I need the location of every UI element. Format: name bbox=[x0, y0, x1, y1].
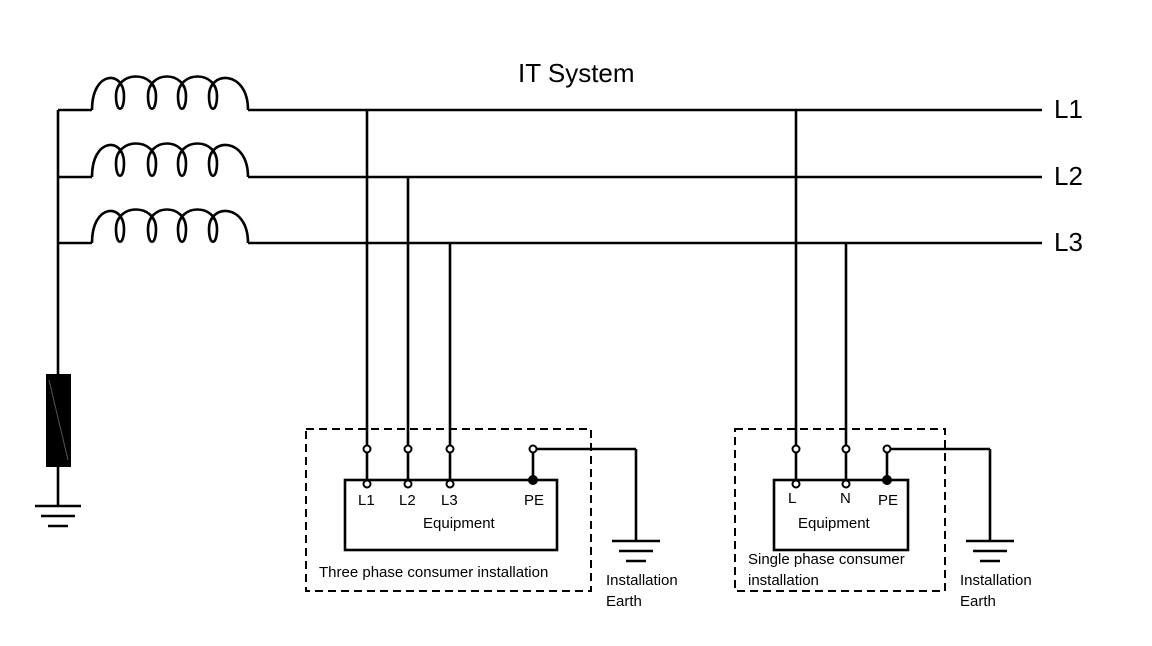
winding-l1 bbox=[90, 75, 250, 111]
earth-right-line1: Installation bbox=[960, 572, 1032, 589]
terminal-n-open bbox=[841, 444, 851, 454]
three-phase-terminal-l2: L2 bbox=[399, 492, 416, 509]
terminal-l3-open bbox=[445, 444, 455, 454]
installation-earth-right: Installation Earth bbox=[960, 539, 1032, 610]
single-phase-terminal-n: N bbox=[840, 490, 851, 507]
winding-l3 bbox=[90, 208, 250, 244]
three-phase-terminal-pe: PE bbox=[524, 492, 544, 509]
winding-l2 bbox=[90, 142, 250, 178]
source-earth-symbol bbox=[35, 504, 81, 528]
three-phase-equipment-label: Equipment bbox=[423, 515, 496, 532]
impedance-element bbox=[46, 374, 71, 505]
three-phase-terminal-l1: L1 bbox=[358, 492, 375, 509]
earth-left-line2: Earth bbox=[606, 593, 642, 610]
earth-left-line1: Installation bbox=[606, 572, 678, 589]
phase-label-l3: L3 bbox=[1054, 227, 1083, 257]
single-phase-installation: L N PE Equipment Single phase consumer i… bbox=[734, 110, 992, 592]
terminal-pe-solid bbox=[528, 475, 538, 485]
single-phase-equipment-box bbox=[772, 478, 910, 552]
three-phase-caption: Three phase consumer installation bbox=[319, 564, 548, 581]
single-phase-caption-line1: Single phase consumer bbox=[748, 551, 905, 568]
terminal-l2-open bbox=[403, 444, 413, 454]
terminal-l-open bbox=[791, 444, 801, 454]
single-phase-boundary bbox=[734, 428, 946, 592]
single-phase-terminal-l: L bbox=[788, 490, 796, 507]
earth-right-line2: Earth bbox=[960, 593, 996, 610]
single-phase-caption-line2: installation bbox=[748, 572, 819, 589]
single-phase-terminal-pe: PE bbox=[878, 492, 898, 509]
terminal-pe2-solid bbox=[882, 475, 892, 485]
installation-earth-left: Installation Earth bbox=[606, 539, 678, 610]
terminal-pe2-open bbox=[882, 444, 892, 454]
terminal-l1-open bbox=[362, 444, 372, 454]
star-point-wiring bbox=[56, 108, 92, 375]
three-phase-terminal-l3: L3 bbox=[441, 492, 458, 509]
phase-label-l2: L2 bbox=[1054, 161, 1083, 191]
transformer-windings bbox=[90, 75, 250, 244]
terminal-pe-open bbox=[528, 444, 538, 454]
diagram-title: IT System bbox=[518, 58, 635, 88]
phase-conductors bbox=[248, 108, 1042, 245]
three-phase-boundary bbox=[305, 428, 592, 592]
three-phase-installation: L1 L2 L3 PE Equipment Three phase consum… bbox=[305, 110, 638, 592]
single-phase-equipment-label: Equipment bbox=[798, 515, 871, 532]
phase-label-l1: L1 bbox=[1054, 94, 1083, 124]
